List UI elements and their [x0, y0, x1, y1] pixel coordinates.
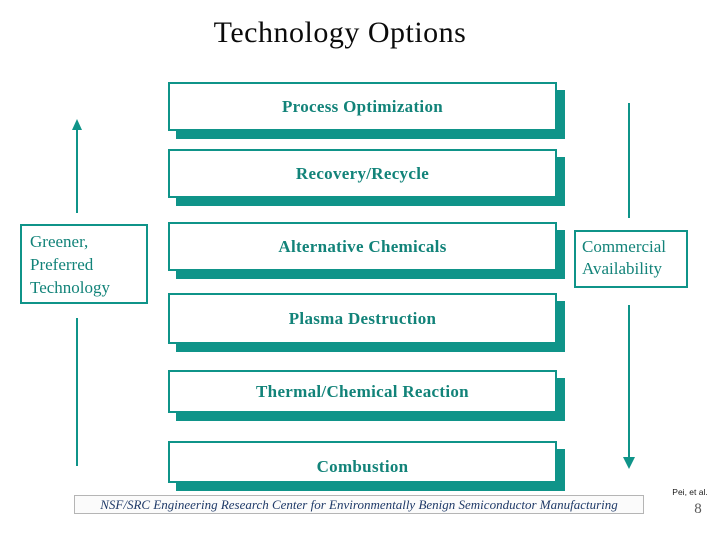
right-axis-label: Commercial Availability	[574, 230, 688, 288]
option-label: Alternative Chemicals	[278, 236, 447, 256]
right-axis-line-upper	[628, 103, 630, 218]
option-label: Combustion	[316, 457, 409, 476]
option-box-process-optimization: Process Optimization	[168, 82, 557, 131]
attribution-text: Pei, et al.	[672, 487, 708, 497]
left-axis-label-line: Greener,	[30, 232, 89, 251]
option-label: Plasma Destruction	[288, 308, 437, 328]
option-box-combustion: Combustion	[168, 441, 557, 483]
right-axis-label-line: Availability	[582, 259, 662, 278]
up-arrow-icon	[72, 119, 82, 130]
option-label: Recovery/Recycle	[295, 163, 430, 183]
down-arrow-icon	[623, 457, 635, 469]
footer-text: NSF/SRC Engineering Research Center for …	[100, 496, 618, 512]
option-box-plasma-destruction: Plasma Destruction	[168, 293, 557, 344]
left-axis-line-upper	[76, 129, 78, 213]
option-label: Thermal/Chemical Reaction	[256, 381, 469, 401]
option-box-thermal-chemical-reaction: Thermal/Chemical Reaction	[168, 370, 557, 413]
page-number: 8	[694, 501, 702, 517]
option-label: Process Optimization	[281, 96, 444, 116]
slide-title: Technology Options	[213, 16, 467, 49]
option-box-alternative-chemicals: Alternative Chemicals	[168, 222, 557, 271]
right-axis-line-lower	[628, 305, 630, 458]
left-axis-label: Greener, Preferred Technology	[20, 224, 148, 304]
left-axis-line-lower	[76, 318, 78, 466]
right-axis-label-line: Commercial	[582, 237, 667, 256]
option-box-recovery-recycle: Recovery/Recycle	[168, 149, 557, 198]
left-axis-label-line: Technology	[30, 278, 111, 297]
left-axis-label-line: Preferred	[30, 255, 94, 274]
footer-banner: NSF/SRC Engineering Research Center for …	[74, 495, 644, 514]
